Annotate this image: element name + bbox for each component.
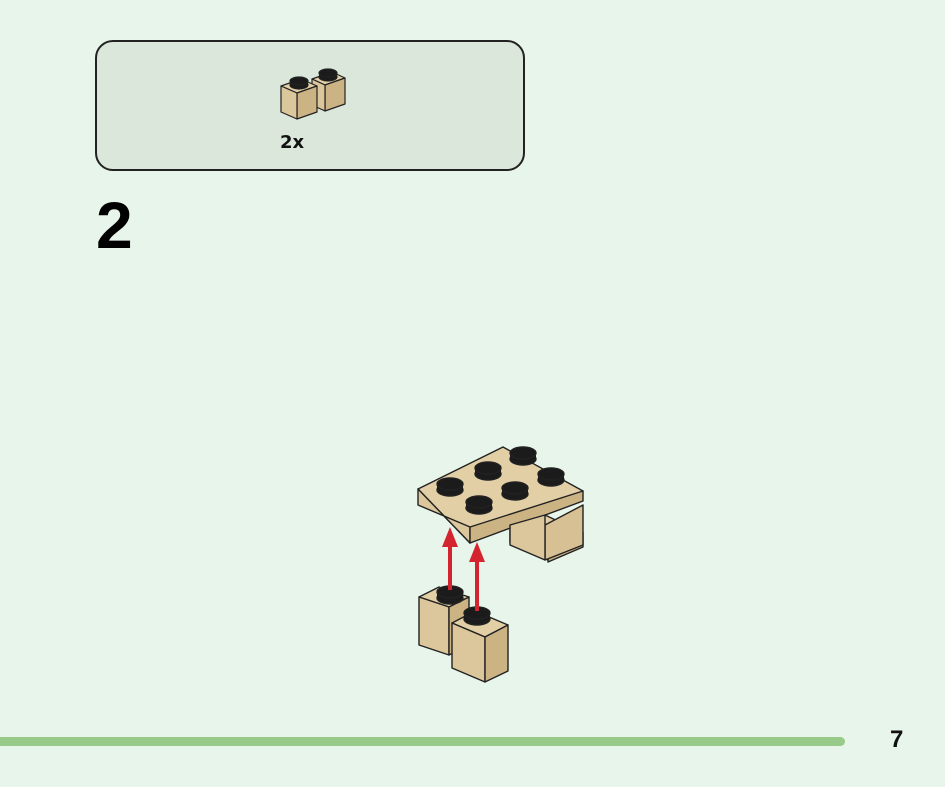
parts-callout: 2x [95,40,525,171]
step-number: 2 [96,188,133,262]
tan-1x1-brick-pair-icon [280,68,346,120]
page-number: 7 [890,726,904,753]
arrow-icons [442,527,485,611]
part-quantity: 2x [280,132,305,153]
progress-bar [0,737,845,746]
brick-assembly-icon [417,446,584,683]
